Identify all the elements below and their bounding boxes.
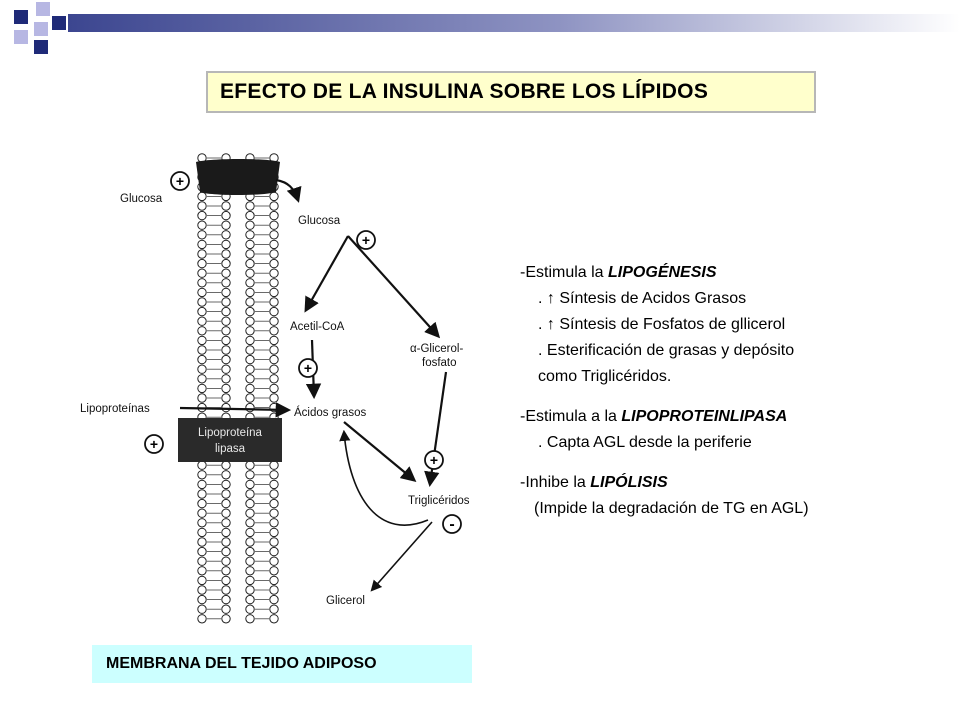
deco-square-lilac-1 bbox=[36, 2, 50, 16]
note-prefix: -Inhibe la bbox=[520, 474, 591, 491]
plus-sign-lipase: + bbox=[144, 434, 164, 454]
note-bullet: . ↑ Síntesis de Acidos Grasos bbox=[538, 290, 747, 307]
arrow-lipolysis-to-acidos bbox=[339, 429, 429, 526]
slide-title: EFECTO DE LA INSULINA SOBRE LOS LÍPIDOS bbox=[206, 71, 816, 113]
note-prefix: -Estimula la bbox=[520, 264, 609, 281]
note-lipogenesis: -Estimula la LIPOGÉNESIS bbox=[520, 260, 940, 286]
note-term-lipoproteinlipasa: LIPOPROTEINLIPASA bbox=[621, 408, 788, 425]
label-glicerol-fosfato-1: α-Glicerol- bbox=[410, 343, 463, 355]
adipose-membrane-diagram: Lipoproteína lipasa Glucosa Glucosa Acet… bbox=[80, 153, 470, 624]
diagram-caption: MEMBRANA DEL TEJIDO ADIPOSO bbox=[92, 645, 472, 683]
header-gradient-bar bbox=[68, 14, 960, 32]
label-glucosa-outside: Glucosa bbox=[120, 193, 163, 205]
minus-sign-lipolysis: - bbox=[442, 514, 462, 534]
note-bullet: . Capta AGL desde la periferie bbox=[538, 434, 752, 451]
note-prefix: -Estimula a la bbox=[520, 408, 622, 425]
note-bullet: . Esterificación de grasas y depósito bbox=[538, 342, 795, 359]
arrow-glucose-to-glicerol bbox=[347, 235, 441, 339]
minus-sign-text: - bbox=[449, 516, 454, 533]
plus-sign-text: + bbox=[430, 452, 438, 468]
glucose-transporter bbox=[196, 159, 280, 195]
label-acetil-coa: Acetil-CoA bbox=[290, 321, 345, 333]
plus-sign-fatty-acid-synthesis: + bbox=[298, 358, 318, 378]
label-glicerol-fosfato-2: fosfato bbox=[422, 357, 457, 369]
corner-decoration bbox=[14, 2, 66, 54]
plus-sign-text: + bbox=[362, 232, 370, 248]
plus-sign-esterification: + bbox=[424, 450, 444, 470]
arrow-trigliceridos-to-glicerol bbox=[370, 521, 433, 592]
arrow-lipoproteins-to-acidos bbox=[179, 402, 292, 418]
plus-sign-text: + bbox=[304, 360, 312, 376]
deco-square-navy-1 bbox=[14, 10, 28, 24]
deco-square-lilac-2 bbox=[14, 30, 28, 44]
lipase-box-label-2: lipasa bbox=[215, 443, 246, 455]
plus-sign-text: + bbox=[176, 173, 184, 189]
plus-sign-text: + bbox=[150, 436, 158, 452]
note-term-lipolisis: LIPÓLISIS bbox=[590, 474, 668, 491]
lipase-box-label-1: Lipoproteína bbox=[198, 427, 263, 439]
arrow-glucose-entry bbox=[275, 178, 302, 203]
deco-square-lilac-3 bbox=[34, 22, 48, 36]
label-glucosa-inside: Glucosa bbox=[298, 215, 341, 227]
note-bullet: (Impide la degradación de TG en AGL) bbox=[534, 500, 809, 517]
deco-square-navy-3 bbox=[34, 40, 48, 54]
note-bullet: como Triglicéridos. bbox=[538, 368, 672, 385]
label-acidos-grasos: Ácidos grasos bbox=[294, 406, 366, 419]
lipoprotein-lipase-box bbox=[178, 418, 282, 462]
note-lipoproteinlipasa: -Estimula a la LIPOPROTEINLIPASA bbox=[520, 404, 940, 430]
label-trigliceridos: Triglicéridos bbox=[408, 495, 470, 507]
plus-sign-glucose-transport: + bbox=[170, 171, 190, 191]
label-glicerol: Glicerol bbox=[326, 595, 365, 607]
note-lipolisis: -Inhibe la LIPÓLISIS bbox=[520, 470, 940, 496]
note-term-lipogenesis: LIPOGÉNESIS bbox=[608, 264, 717, 281]
note-bullet: . ↑ Síntesis de Fosfatos de gllicerol bbox=[538, 316, 786, 333]
effects-notes: -Estimula la LIPOGÉNESIS . ↑ Síntesis de… bbox=[520, 260, 940, 522]
plus-sign-glucose-metabolism: + bbox=[356, 230, 376, 250]
arrow-acidos-to-trigliceridos bbox=[343, 421, 417, 482]
deco-square-navy-2 bbox=[52, 16, 66, 30]
label-lipoproteinas: Lipoproteínas bbox=[80, 403, 150, 415]
arrow-glucose-to-acetil bbox=[304, 235, 349, 313]
lipid-bilayer bbox=[197, 153, 279, 624]
